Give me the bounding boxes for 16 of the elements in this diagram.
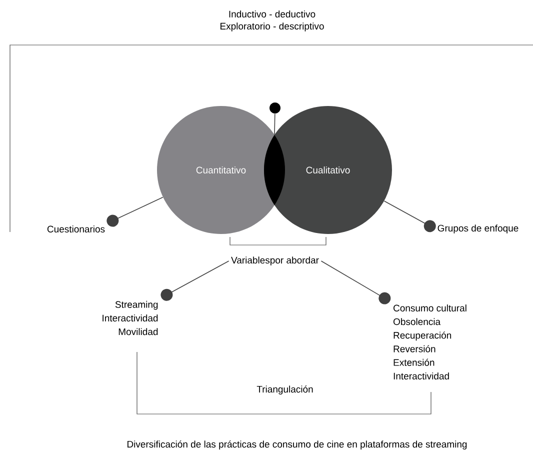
overlap-lens bbox=[264, 134, 285, 206]
dot-connector bbox=[160, 260, 230, 301]
dot-connector bbox=[274, 113, 276, 136]
dot bbox=[270, 102, 280, 114]
variable-list: Streaming Interactividad Movilidad bbox=[102, 300, 158, 336]
dot-connector bbox=[106, 196, 164, 227]
label-text: Exploratorio - descriptivo bbox=[220, 22, 324, 32]
label-text: Triangulación bbox=[256, 386, 313, 394]
dot-connector bbox=[384, 200, 436, 232]
dot-connector bbox=[320, 260, 391, 304]
caption: Diversificación de las prácticas de consumo de cine en plataformas de streaming bbox=[128, 440, 467, 450]
method-label: Cuestionarios bbox=[47, 226, 105, 232]
label-text: Inductivo - deductivo bbox=[229, 10, 316, 18]
heading-text: Variablespor abordar bbox=[231, 256, 319, 266]
variable-list: Consumo cultural Obsolencia Recuperación Reversión Extensión Interactividad bbox=[394, 304, 466, 380]
method-label: Grupos de enfoque bbox=[438, 224, 518, 234]
